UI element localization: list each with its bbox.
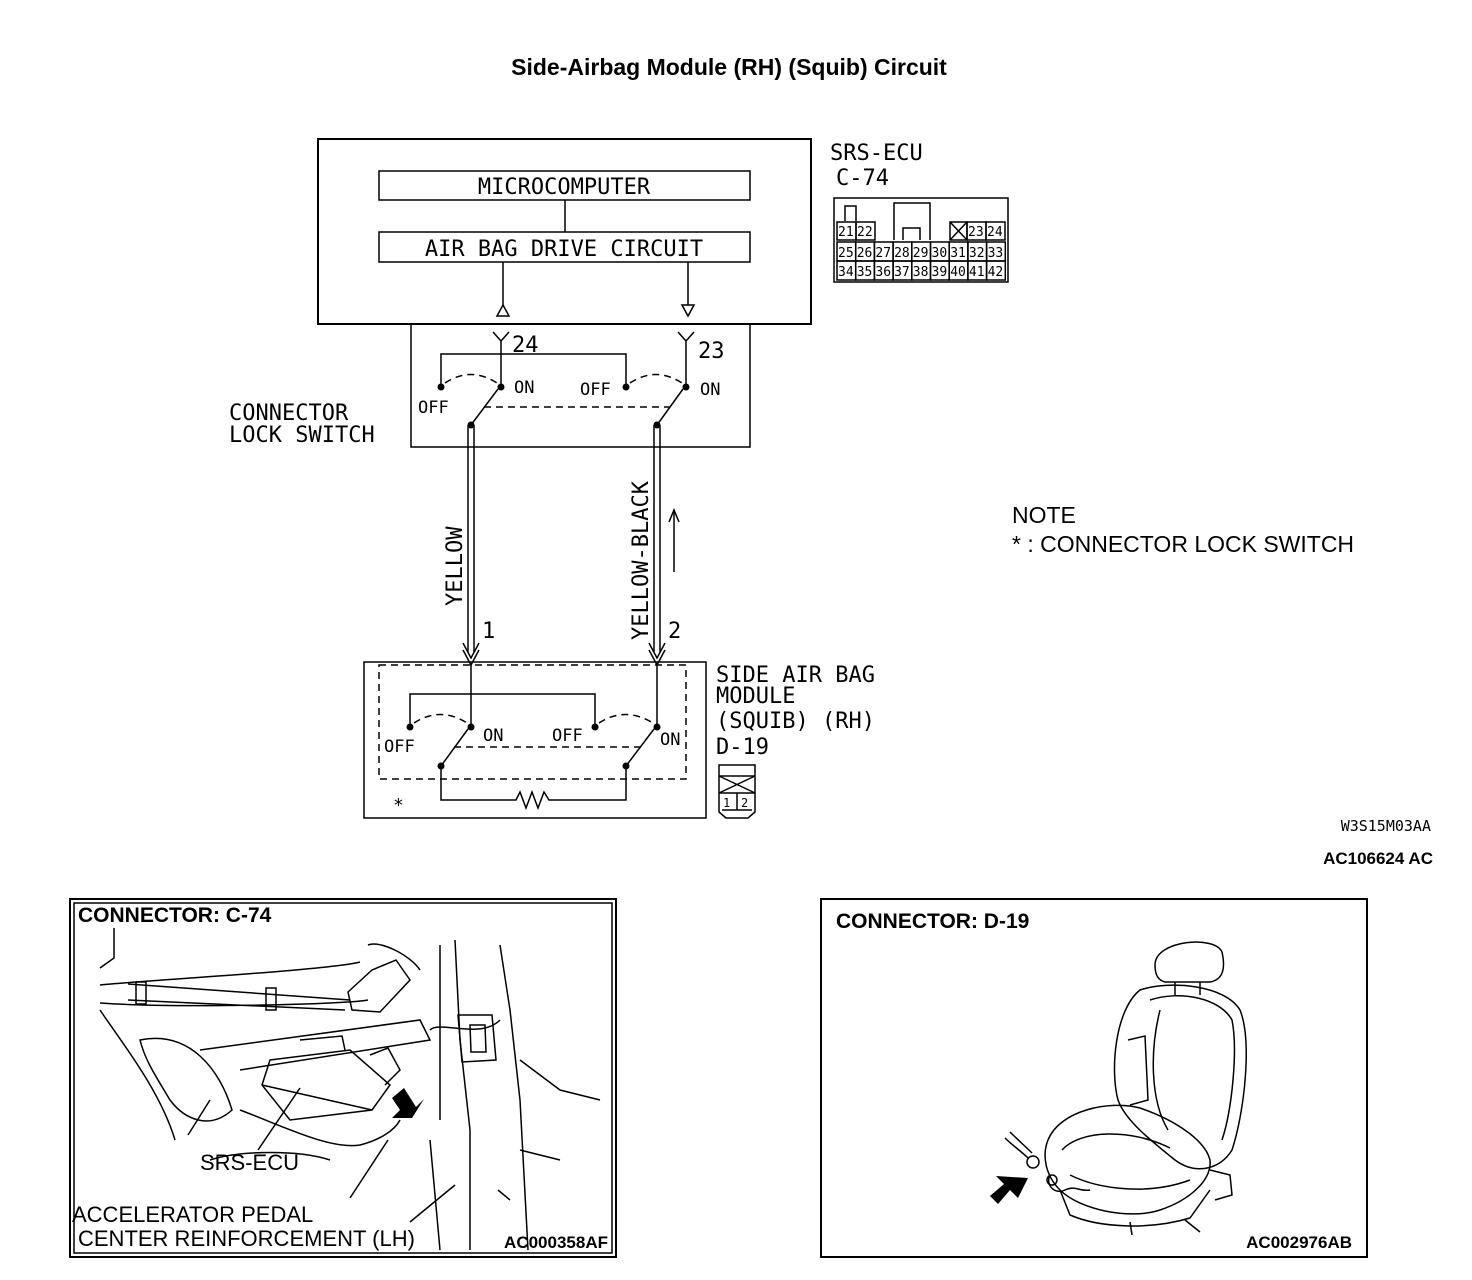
seat-illustration: [990, 941, 1247, 1236]
c74-pin-label: 22: [857, 225, 873, 240]
microcomputer-label: MICROCOMPUTER: [478, 175, 651, 200]
module-switch-on-left: ON: [483, 726, 503, 746]
srs-ecu-connector: C-74: [836, 166, 889, 191]
c74-pin-label: 24: [987, 225, 1003, 240]
module-switch-on-right: ON: [660, 730, 680, 750]
d19-location-arrow-icon: [990, 1176, 1028, 1204]
harness-wires: [462, 425, 680, 667]
connector-c74-panel: CONNECTOR: C-74: [69, 898, 617, 1258]
c74-pin-label: 36: [875, 265, 891, 280]
wire-color-yellow-black: YELLOW-BLACK: [629, 480, 654, 640]
c74-pin-label: 30: [932, 246, 948, 261]
c74-pin-label: 28: [894, 246, 910, 261]
panel-c74-label-ecu: SRS-ECU: [200, 1150, 299, 1175]
side-airbag-module-box: OFF ON OFF ON *: [363, 661, 707, 819]
srs-ecu-name: SRS-ECU: [830, 141, 923, 166]
output-triangle-down-icon: [680, 304, 696, 318]
output-triangle-up-icon: [495, 303, 511, 317]
drawing-code-1: W3S15M03AA: [1341, 817, 1431, 835]
c74-pin-label: 27: [875, 246, 891, 261]
panel-c74-title: CONNECTOR: C-74: [78, 904, 272, 927]
d19-pin-2: 2: [741, 796, 748, 810]
connector-d19-face: 1 2: [718, 764, 756, 819]
module-label-line1: SIDE AIR BAG: [716, 663, 875, 688]
c74-pin-label: 31: [950, 246, 966, 261]
lock-switch-label-line2: LOCK SWITCH: [229, 423, 375, 448]
panel-d19-code: AC002976AB: [1246, 1233, 1352, 1252]
ecu-switch-on-left: ON: [514, 378, 534, 398]
c74-location-arrow-icon: [392, 1088, 424, 1118]
c74-pin-label: 37: [894, 265, 910, 280]
c74-pin-label: 29: [913, 246, 929, 261]
ecu-switch-off-left: OFF: [418, 398, 449, 418]
module-pin-2-label: 2: [668, 619, 681, 644]
c74-pin-label: 23: [968, 225, 984, 240]
drawing-code-2: AC106624 AC: [1323, 849, 1433, 868]
note-heading: NOTE: [1012, 502, 1076, 528]
module-label-line2: MODULE: [716, 684, 795, 709]
panel-c74-code: AC000358AF: [504, 1233, 608, 1252]
c74-pin-label: 35: [857, 265, 873, 280]
module-label-line3: (SQUIB) (RH): [716, 709, 875, 734]
air-bag-drive-circuit-label: AIR BAG DRIVE CIRCUIT: [425, 237, 703, 262]
c74-pin-label: 38: [913, 265, 929, 280]
c74-pin-label: 33: [988, 246, 1004, 261]
panel-c74-label-pedal-2: CENTER REINFORCEMENT (LH): [78, 1226, 415, 1251]
c74-pin-label: 26: [857, 246, 873, 261]
c74-pin-label: 41: [969, 265, 985, 280]
note-text: * : CONNECTOR LOCK SWITCH: [1012, 531, 1354, 557]
pin-23-label: 23: [698, 339, 725, 364]
module-asterisk: *: [393, 795, 404, 816]
ecu-switch-on-right: ON: [700, 380, 720, 400]
c74-pin-label: 40: [950, 265, 966, 280]
c74-pin-label: 25: [838, 246, 854, 261]
connector-lock-switch-ecu: 24 23 OFF ON OFF ON: [410, 324, 751, 448]
connector-d19-panel: CONNECTOR: D-19 AC002976A: [820, 898, 1368, 1258]
wire-color-yellow: YELLOW: [443, 526, 468, 606]
module-switch-off-left: OFF: [384, 737, 415, 757]
ecu-switch-off-right: OFF: [580, 380, 611, 400]
page-title: Side-Airbag Module (RH) (Squib) Circuit: [511, 54, 947, 80]
c74-pin-label: 32: [969, 246, 985, 261]
srs-ecu-box: MICROCOMPUTER AIR BAG DRIVE CIRCUIT: [317, 138, 812, 325]
module-pin-1-label: 1: [482, 619, 495, 644]
module-connector-label: D-19: [716, 735, 769, 760]
c74-pin-label: 34: [838, 265, 854, 280]
d19-pin-1: 1: [723, 796, 730, 810]
c74-pin-label: 42: [988, 265, 1004, 280]
module-switch-off-right: OFF: [552, 726, 583, 746]
lock-switch-label-line1: CONNECTOR: [229, 401, 349, 426]
panel-c74-label-pedal-1: ACCELERATOR PEDAL: [72, 1202, 313, 1227]
c74-location-illustration: [99, 928, 601, 1251]
panel-d19-title: CONNECTOR: D-19: [836, 910, 1029, 933]
c74-pin-label: 39: [932, 265, 948, 280]
c74-pin-label: 21: [838, 225, 854, 240]
